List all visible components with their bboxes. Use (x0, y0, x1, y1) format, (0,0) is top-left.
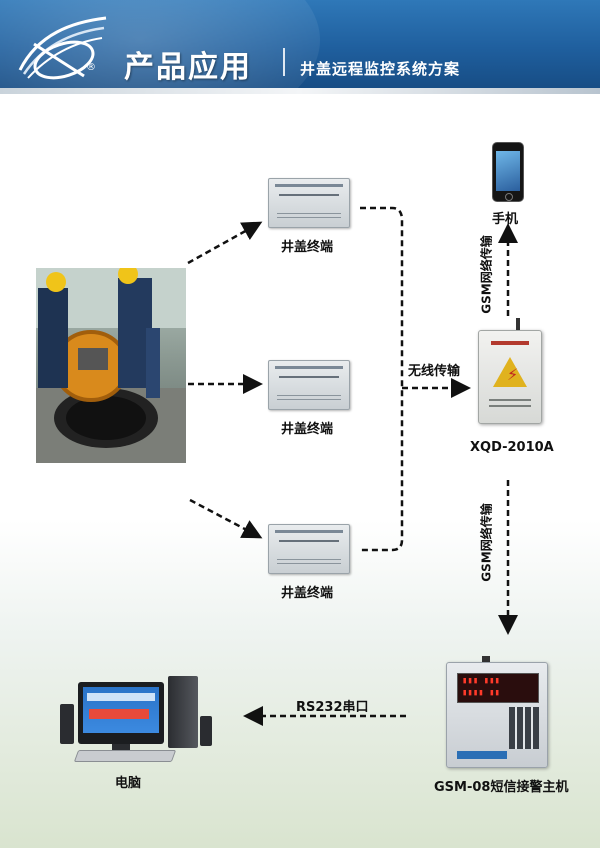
smartphone-icon (492, 142, 524, 202)
device-antenna (516, 318, 520, 332)
page-title: 产品应用 (124, 50, 252, 85)
terminal-bottom-label: 井盖终端 (281, 586, 334, 601)
collector-device: ⚡ (478, 330, 542, 424)
host-label: GSM-08短信接警主机 (434, 780, 569, 795)
rs232-label: RS232串口 (296, 700, 369, 715)
terminal-top-label: 井盖终端 (281, 240, 334, 255)
warning-bolt-icon (493, 357, 527, 387)
manhole-terminal-bottom (268, 524, 350, 574)
alarm-host-icon: ▮▮▮ ▮▮▮▮▮▮▮ ▮▮ (446, 662, 548, 768)
header-banner: ® 产品应用 井盖远程监控系统方案 (0, 0, 600, 88)
host-antenna (482, 656, 490, 664)
arrow-to-terminal-bottom (189, 498, 263, 539)
gsm-up-label: GSM网络传输 (479, 235, 494, 314)
registered-mark-icon: ® (86, 62, 96, 73)
header-stripe (0, 88, 600, 94)
gsm-down-label: GSM网络传输 (479, 503, 494, 582)
manhole-terminal-middle (268, 360, 350, 410)
workers-photo (36, 268, 186, 463)
terminal-middle-label: 井盖终端 (281, 422, 334, 437)
page-subtitle: 井盖远程监控系统方案 (300, 60, 461, 78)
arrow-to-terminal-top (187, 221, 263, 265)
phone-label: 手机 (492, 212, 519, 227)
title-separator (283, 48, 285, 76)
swoosh-logo-icon (18, 16, 107, 80)
device-model-label: XQD-2010A (470, 440, 554, 455)
computer-label: 电脑 (115, 776, 142, 791)
manhole-terminal-top (268, 178, 350, 228)
wireless-label: 无线传输 (408, 364, 461, 379)
desktop-computer-icon (60, 676, 220, 766)
bracket-line (358, 206, 404, 552)
